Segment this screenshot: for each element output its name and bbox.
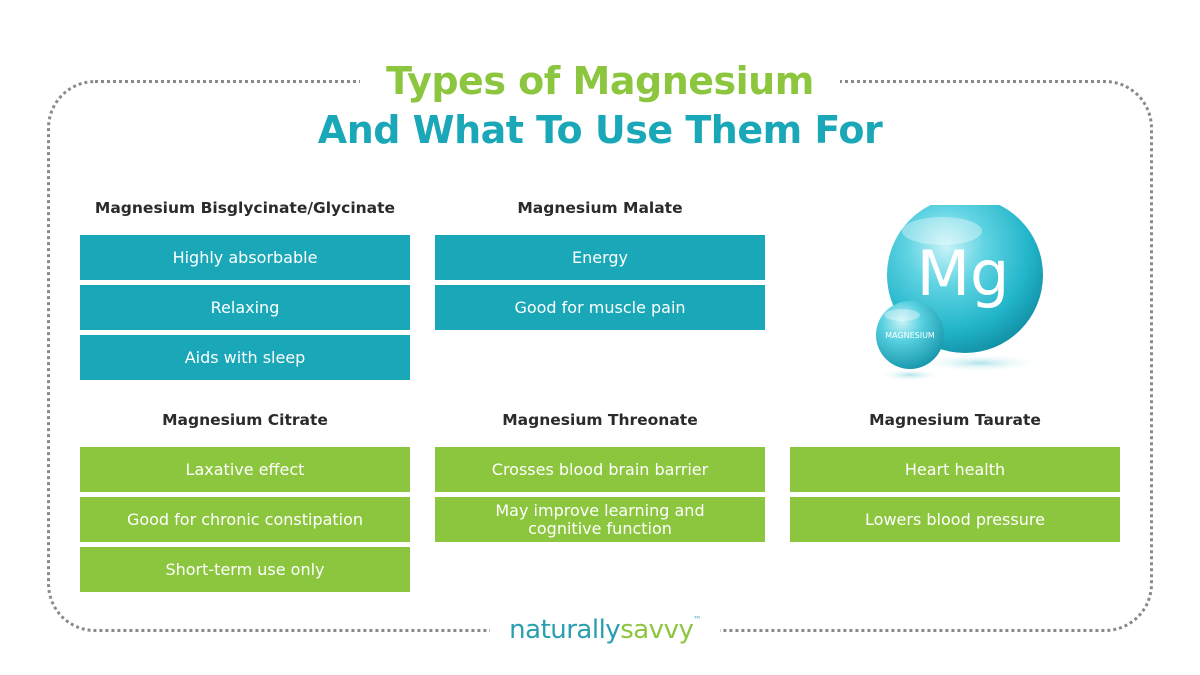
benefit-box: Heart health	[790, 447, 1120, 492]
title-line1-wrap: Types of Magnesium	[360, 58, 840, 104]
logo-part1: naturally	[509, 615, 621, 645]
benefit-box: Highly absorbable	[80, 235, 410, 280]
magnesium-label: MAGNESIUM	[885, 331, 935, 340]
benefit-box: Good for muscle pain	[435, 285, 765, 330]
benefit-box: Laxative effect	[80, 447, 410, 492]
page-subtitle: And What To Use Them For	[317, 108, 883, 152]
benefit-box: Short-term use only	[80, 547, 410, 592]
benefit-box: Relaxing	[80, 285, 410, 330]
group-title-malate: Magnesium Malate	[517, 199, 683, 217]
title-line2-wrap: And What To Use Them For	[280, 106, 920, 154]
mg-symbol: Mg	[917, 237, 1010, 310]
benefit-box: Good for chronic constipation	[80, 497, 410, 542]
brand-logo: naturallysavvy™	[509, 615, 701, 645]
benefit-box: Aids with sleep	[80, 335, 410, 380]
benefit-box: Crosses blood brain barrier	[435, 447, 765, 492]
small-sphere-shadow	[878, 369, 942, 381]
page-title: Types of Magnesium	[386, 59, 814, 103]
logo-part2: savvy	[620, 615, 694, 645]
logo-wrap: naturallysavvy™	[490, 608, 720, 652]
benefit-box: Energy	[435, 235, 765, 280]
sphere-shadow	[918, 354, 1042, 372]
benefit-box: May improve learning and cognitive funct…	[435, 497, 765, 542]
group-title-threonate: Magnesium Threonate	[502, 411, 698, 429]
benefit-box: Lowers blood pressure	[790, 497, 1120, 542]
group-title-taurate: Magnesium Taurate	[869, 411, 1041, 429]
small-sphere	[876, 301, 944, 369]
group-title-bisglycinate: Magnesium Bisglycinate/Glycinate	[94, 199, 396, 217]
group-title-citrate: Magnesium Citrate	[162, 411, 328, 429]
logo-trademark: ™	[693, 615, 701, 624]
magnesium-sphere-icon: Mg MAGNESIUM	[876, 205, 1043, 381]
